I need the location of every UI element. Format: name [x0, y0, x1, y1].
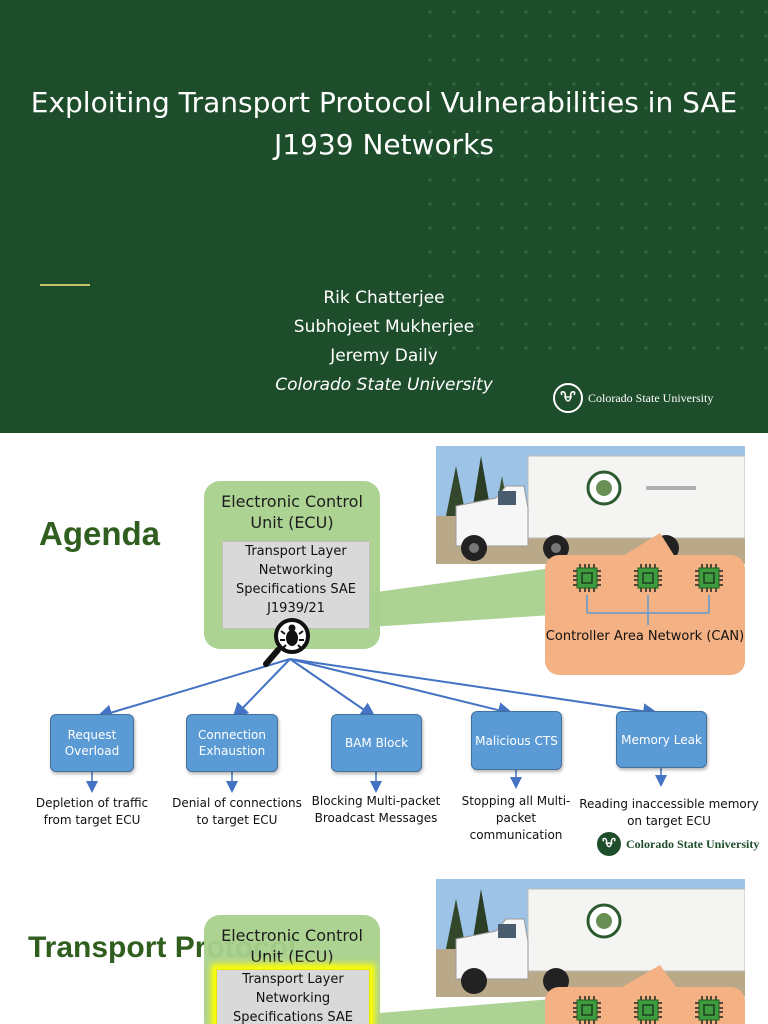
attack-effect: Depletion of traffic from target ECU — [35, 796, 149, 827]
logo-text: Colorado State University — [626, 836, 760, 851]
truck-photo — [436, 446, 745, 564]
title-slide: Exploiting Transport Protocol Vulnerabil… — [0, 0, 768, 433]
institution: Colorado State University — [275, 375, 493, 395]
csu-logo: Colorado State University — [597, 832, 759, 856]
logo-text: Colorado State University — [588, 390, 714, 405]
ecu-chip-icon — [695, 996, 723, 1024]
ecu-chip-icon — [695, 564, 723, 592]
attack-effect: Reading inaccessible memory on target EC… — [579, 797, 759, 828]
ecu-chip-icon — [573, 996, 601, 1024]
presentation-title: Exploiting Transport Protocol Vulnerabil… — [30, 86, 738, 161]
author-name: Subhojeet Mukherjee — [293, 317, 475, 337]
author-block: Rik Chatterjee Subhojeet Mukherjee Jerem… — [234, 284, 534, 400]
attack-connection-exhaustion: Connection Exhaustion — [186, 714, 278, 772]
ecu-label: Electronic Control Unit (ECU) — [221, 492, 363, 532]
spec-document-highlighted: Transport Layer Networking Specification… — [216, 969, 370, 1024]
ecu-chip-icon — [634, 564, 662, 592]
attack-bam-block: BAM Block — [331, 714, 422, 772]
spec-document: Transport Layer Networking Specification… — [222, 541, 370, 629]
truck-photo — [436, 879, 745, 997]
can-label: Controller Area Network (CAN) — [545, 629, 745, 644]
dot-pattern — [418, 0, 768, 360]
attack-request-overload: Request Overload — [50, 714, 134, 772]
accent-rule — [40, 284, 90, 286]
author-name: Rik Chatterjee — [323, 288, 445, 308]
can-bus-overlay — [586, 595, 710, 625]
csu-ram-logo-icon — [553, 383, 583, 413]
csu-logo: Colorado State University — [553, 383, 713, 413]
attack-malicious-cts: Malicious CTS — [471, 711, 562, 770]
attack-arrows — [86, 658, 667, 793]
ecu-label: Electronic Control Unit (ECU) — [221, 926, 363, 966]
attack-memory-leak: Memory Leak — [616, 711, 707, 768]
csu-ram-logo-icon — [597, 832, 621, 856]
attack-effect: Denial of connections to target ECU — [172, 796, 302, 827]
slide-heading: Agenda — [39, 515, 161, 552]
author-name: Jeremy Daily — [330, 346, 438, 366]
agenda-slide: Agenda Electronic Control Unit (ECU) — [0, 433, 768, 865]
ecu-chip-icon — [573, 564, 601, 592]
attack-effect: Stopping all Multi-packet communication — [461, 794, 571, 842]
ecu-chip-icon — [634, 996, 662, 1024]
attack-effect: Blocking Multi-packet Broadcast Messages — [311, 794, 441, 825]
transport-protocol-slide: Transport Protocol Electronic Control Un… — [0, 865, 768, 1024]
magnifier-bug-icon — [263, 618, 310, 667]
